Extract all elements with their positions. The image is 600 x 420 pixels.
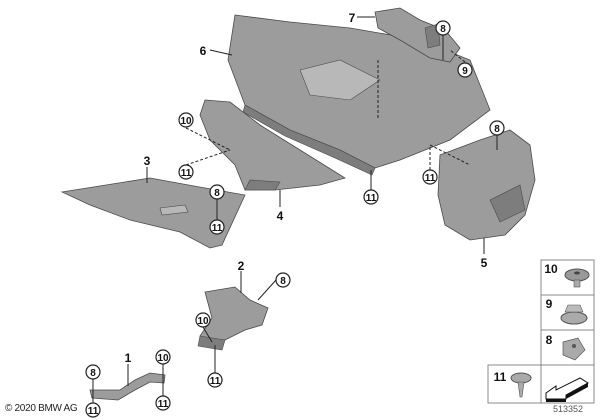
svg-text:9: 9 [462,66,468,77]
svg-text:11: 11 [366,193,377,204]
callout: 10 [155,349,171,365]
part-label-3: 3 [144,154,151,168]
callout: 10 [178,112,194,128]
callout: 8 [435,20,451,36]
part-label-5: 5 [481,256,488,270]
callout: 8 [275,272,291,288]
svg-text:11: 11 [494,370,507,384]
svg-text:11: 11 [88,406,99,417]
part-5-side-shield [437,129,536,241]
part-label-2: 2 [238,259,245,273]
callout: 11 [422,169,438,185]
callout: 10 [195,312,211,328]
part-label-6: 6 [200,44,207,58]
part-label-4: 4 [277,209,284,223]
callout: 11 [85,402,101,418]
svg-text:8: 8 [280,276,286,287]
part-label-7: 7 [349,11,356,25]
svg-text:8: 8 [440,24,446,35]
part-1-strut [89,372,166,401]
svg-text:10: 10 [180,116,192,127]
legend-item-11: 11 [487,364,542,404]
callout: 8 [85,364,101,380]
clip-nut-icon [564,268,590,288]
legend-item-9: 9 [540,294,595,331]
spring-nut-icon [562,337,586,361]
callout: 11 [207,372,223,388]
svg-text:8: 8 [214,188,220,199]
callout: 11 [155,395,171,411]
direction-arrow-icon [540,364,595,404]
svg-text:11: 11 [181,168,192,179]
callout: 8 [209,184,225,200]
svg-text:11: 11 [212,223,223,234]
svg-text:8: 8 [90,368,96,379]
part-4-center-shield [199,99,346,191]
svg-text:10: 10 [544,262,558,276]
part-label-1: 1 [125,351,132,365]
svg-text:11: 11 [210,376,221,387]
document-number: 513352 [553,404,584,414]
callout: 11 [178,164,194,180]
legend-item-10: 10 [540,259,595,296]
legend-item-8: 8 [540,329,595,366]
expanding-rivet-icon [510,372,532,398]
part-3-triangle-shield [60,177,246,249]
callout: 8 [489,120,505,136]
svg-text:11: 11 [158,399,169,410]
svg-text:10: 10 [157,353,169,364]
part-2-bracket [197,286,269,351]
svg-text:8: 8 [494,124,500,135]
svg-text:10: 10 [197,316,209,327]
fastener-legend: 10 9 8 11 [487,259,595,404]
svg-text:8: 8 [546,333,553,347]
callout: 11 [363,189,379,205]
leader-lines [92,16,498,403]
svg-text:11: 11 [425,173,436,184]
svg-text:9: 9 [546,297,553,311]
copyright-text: © 2020 BMW AG [5,403,78,414]
callout: 9 [457,62,473,78]
callout: 11 [209,219,225,235]
callouts: 8 9 10 11 8 11 11 11 8 8 10 11 8 11 10 1… [85,20,505,418]
hex-flange-nut-icon [560,304,588,325]
